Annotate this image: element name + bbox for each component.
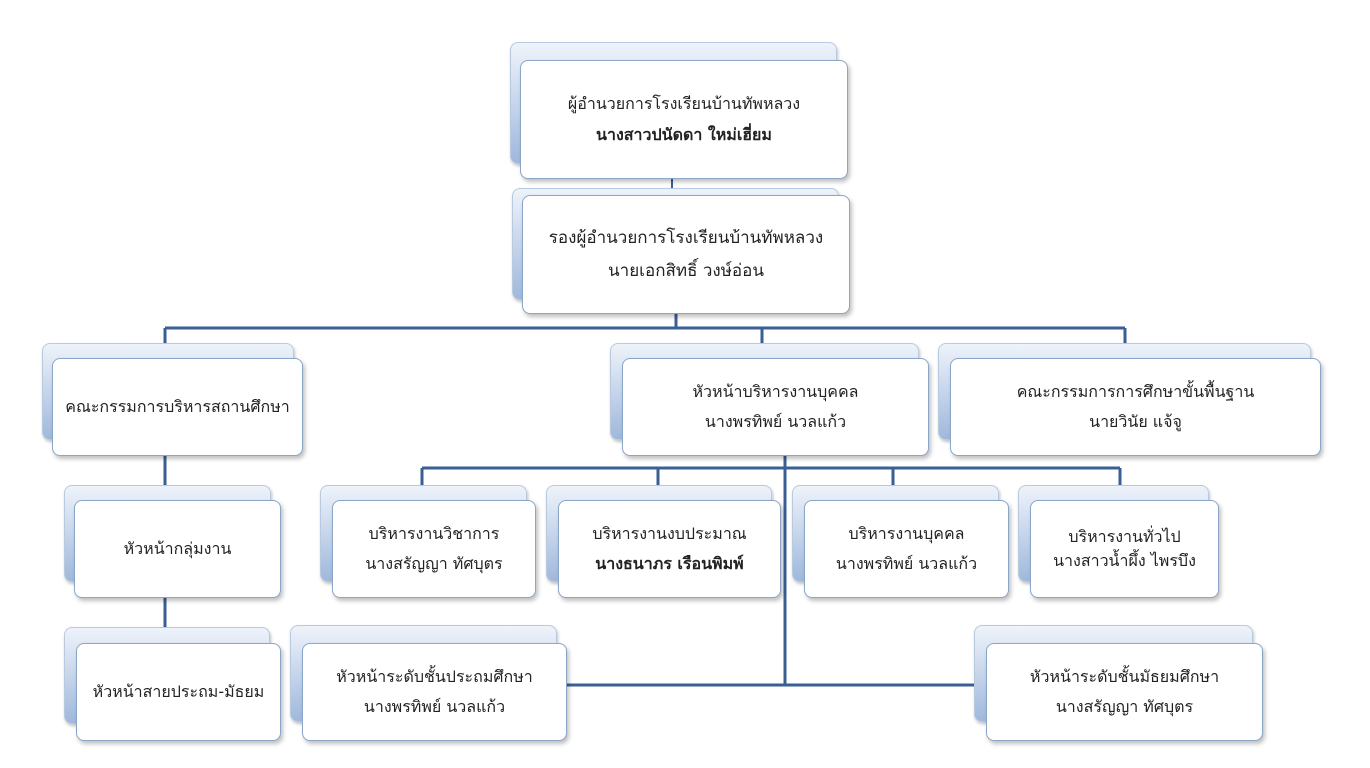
node-hr-head: หัวหน้าบริหารงานบุคคล นางพรทิพย์ นวลแก้ว [622, 358, 929, 456]
node-title: คณะกรรมการการศึกษาขั้นพื้นฐาน [1016, 381, 1255, 401]
node-title: บริหารงานบุคคล [848, 523, 965, 543]
node-secondary-head: หัวหน้าระดับชั้นมัธยมศึกษา นางสรัญญา ทัศ… [986, 643, 1263, 741]
node-name: นางพรทิพย์ นวลแก้ว [835, 554, 978, 573]
node-budget: บริหารงานงบประมาณ นางธนาภร เรือนพิมพ์ [558, 500, 781, 598]
node-title: บริหารงานงบประมาณ [592, 523, 747, 543]
node-name: นางสาวน้ำผึ้ง ไพรบึง [1053, 551, 1196, 570]
node-name: นางสาวปนัดดา ใหม่เฮี่ยม [596, 124, 772, 144]
node-name: นายเอกสิทธิ์ วงษ์อ่อน [608, 260, 764, 281]
node-title: หัวหน้าสายประถม-มัธยม [92, 681, 265, 701]
node-name: นางสรัญญา ทัศบุตร [1055, 697, 1194, 716]
node-name: นางธนาภร เรือนพิมพ์ [595, 554, 744, 573]
node-line-head: หัวหน้าสายประถม-มัธยม [76, 643, 281, 741]
node-primary-head: หัวหน้าระดับชั้นประถมศึกษา นางพรทิพย์ นว… [302, 643, 567, 741]
node-name: นางพรทิพย์ นวลแก้ว [704, 412, 847, 431]
node-personnel: บริหารงานบุคคล นางพรทิพย์ นวลแก้ว [804, 500, 1009, 598]
node-group-head: หัวหน้ากลุ่มงาน [74, 500, 281, 598]
node-title: บริหารงานทั่วไป [1068, 527, 1181, 546]
node-school-committee: คณะกรรมการบริหารสถานศึกษา [52, 358, 303, 456]
node-name: นางสรัญญา ทัศบุตร [365, 554, 503, 573]
node-name: นายวินัย แจ้จู [1089, 412, 1182, 431]
node-general: บริหารงานทั่วไป นางสาวน้ำผึ้ง ไพรบึง [1030, 500, 1219, 598]
node-title: หัวหน้าระดับชั้นประถมศึกษา [336, 666, 533, 686]
node-title: บริหารงานวิชาการ [368, 523, 500, 543]
node-director: ผู้อำนวยการโรงเรียนบ้านทัพหลวง นางสาวปนั… [520, 60, 848, 179]
node-basic-committee: คณะกรรมการการศึกษาขั้นพื้นฐาน นายวินัย แ… [950, 358, 1321, 456]
node-title: หัวหน้าบริหารงานบุคคล [692, 381, 859, 401]
node-title: หัวหน้ากลุ่มงาน [123, 538, 232, 558]
node-title: หัวหน้าระดับชั้นมัธยมศึกษา [1029, 666, 1220, 686]
node-name: นางพรทิพย์ นวลแก้ว [363, 697, 506, 716]
node-title: รองผู้อำนวยการโรงเรียนบ้านทัพหลวง [548, 228, 824, 249]
node-title: คณะกรรมการบริหารสถานศึกษา [65, 396, 290, 416]
node-academic: บริหารงานวิชาการ นางสรัญญา ทัศบุตร [332, 500, 536, 598]
node-deputy: รองผู้อำนวยการโรงเรียนบ้านทัพหลวง นายเอก… [522, 195, 850, 314]
node-title: ผู้อำนวยการโรงเรียนบ้านทัพหลวง [567, 94, 801, 114]
